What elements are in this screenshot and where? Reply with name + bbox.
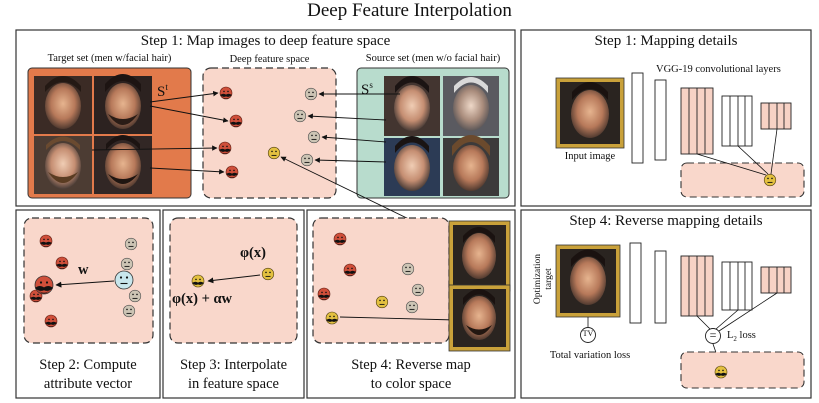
l2-link-1 <box>696 315 711 330</box>
attribute-vector-label: w <box>78 262 89 278</box>
target-face-1 <box>34 76 92 134</box>
step4-details-heading: Step 4: Reverse mapping details <box>569 213 763 229</box>
step2-point-target-2 <box>55 256 69 270</box>
feature-point-target-1 <box>219 86 233 100</box>
vgg-layers-1 <box>631 72 792 164</box>
feature-point-target-3 <box>218 141 232 155</box>
step4-input-image <box>448 220 511 292</box>
step4-point-source-1 <box>401 262 415 276</box>
target-face-2 <box>94 74 152 134</box>
step2-point-source-2 <box>120 257 134 271</box>
step2-point-source-1 <box>124 237 138 251</box>
l2-link-3 <box>718 292 778 332</box>
feature-point-source-3 <box>307 130 321 144</box>
l2-node-symbol: = <box>709 328 717 342</box>
arrow-target-2 <box>149 105 229 123</box>
feature-point-target-4 <box>225 165 239 179</box>
step3-input-icon <box>261 267 275 281</box>
source-face-2 <box>443 76 499 136</box>
details1-feature-icon <box>763 173 777 187</box>
step2-feature-space <box>23 217 154 344</box>
target-face-4 <box>94 135 152 194</box>
step1-details-heading: Step 1: Mapping details <box>594 33 738 49</box>
target-set-label: Target set (men w/facial hair) <box>47 53 172 64</box>
details1-feature-box <box>680 162 805 198</box>
step1-heading: Step 1: Map images to deep feature space <box>140 33 391 49</box>
step4-point-source-3 <box>405 300 419 314</box>
step2-point-target-1 <box>39 234 53 248</box>
step4-point-source-2 <box>411 283 425 297</box>
phi-interp-label: φ(x) + αw <box>172 291 233 307</box>
details4-feature-box <box>680 351 805 389</box>
tv-node-label: TV <box>582 329 594 338</box>
source-face-3 <box>384 136 440 196</box>
feature-point-input <box>267 146 281 160</box>
arrow-source-4 <box>314 157 387 163</box>
step4-output-image <box>448 284 511 352</box>
step4-point-target-2 <box>343 263 357 277</box>
arrow-source-2 <box>307 113 387 121</box>
details1-link-2 <box>737 145 769 175</box>
arrow-target-1 <box>149 90 219 103</box>
tv-loss-label: Total variation loss <box>549 350 631 361</box>
feature-space-label: Deep feature space <box>229 54 310 65</box>
source-set-label: Source set (men w/o facial hair) <box>365 53 501 64</box>
step2-attribute-arrow <box>55 280 115 288</box>
vgg-layers-4 <box>629 242 792 324</box>
step4-feature-space <box>312 217 450 344</box>
feature-point-source-2 <box>293 109 307 123</box>
feature-point-source-1 <box>304 87 318 101</box>
phi-x-label: φ(x) <box>240 245 266 261</box>
step3-interpolated-icon <box>191 274 205 288</box>
details4-target-icon <box>714 365 728 379</box>
figure-title: Deep Feature Interpolation <box>307 0 512 21</box>
step2-source-mean-icon <box>114 270 134 290</box>
details1-input-image <box>555 77 625 149</box>
step3-feature-space <box>169 217 298 344</box>
vgg-label: VGG-19 convolutional layers <box>656 64 781 75</box>
tv-node <box>580 327 596 343</box>
step4-reverse-arrow <box>339 316 457 323</box>
source-face-4 <box>443 135 499 196</box>
source-face-1 <box>384 76 440 136</box>
input-image-label: Input image <box>564 151 616 162</box>
target-face-3 <box>34 136 92 194</box>
target-set-symbol: St <box>157 82 168 100</box>
details1-link-3 <box>770 128 778 175</box>
arrow-target-3 <box>91 145 218 151</box>
details4-target-image <box>555 244 621 318</box>
step4-interpolated-icon <box>325 311 339 325</box>
step4-point-target-1 <box>333 232 347 246</box>
step2-point-source-4 <box>122 304 136 318</box>
step2-target-mean-icon <box>34 275 54 295</box>
step2-point-target-4 <box>44 314 58 328</box>
l2-node <box>705 328 721 344</box>
details1-link-1 <box>696 153 767 176</box>
source-set-symbol: Ss <box>361 80 373 98</box>
l2-link-2 <box>715 309 739 330</box>
arrow-target-4 <box>149 167 225 175</box>
step3-interp-arrow <box>207 274 261 284</box>
feature-point-target-2 <box>229 114 243 128</box>
l2-loss-label: L2 loss <box>727 330 756 344</box>
feature-point-source-4 <box>300 153 314 167</box>
arrow-source-3 <box>321 134 387 143</box>
optimization-target-label: Optimization target <box>533 253 554 305</box>
step4-point-target-3 <box>317 287 331 301</box>
step4-input-icon <box>375 295 389 309</box>
feature-space-area <box>202 67 337 199</box>
step2-point-source-3 <box>128 289 142 303</box>
